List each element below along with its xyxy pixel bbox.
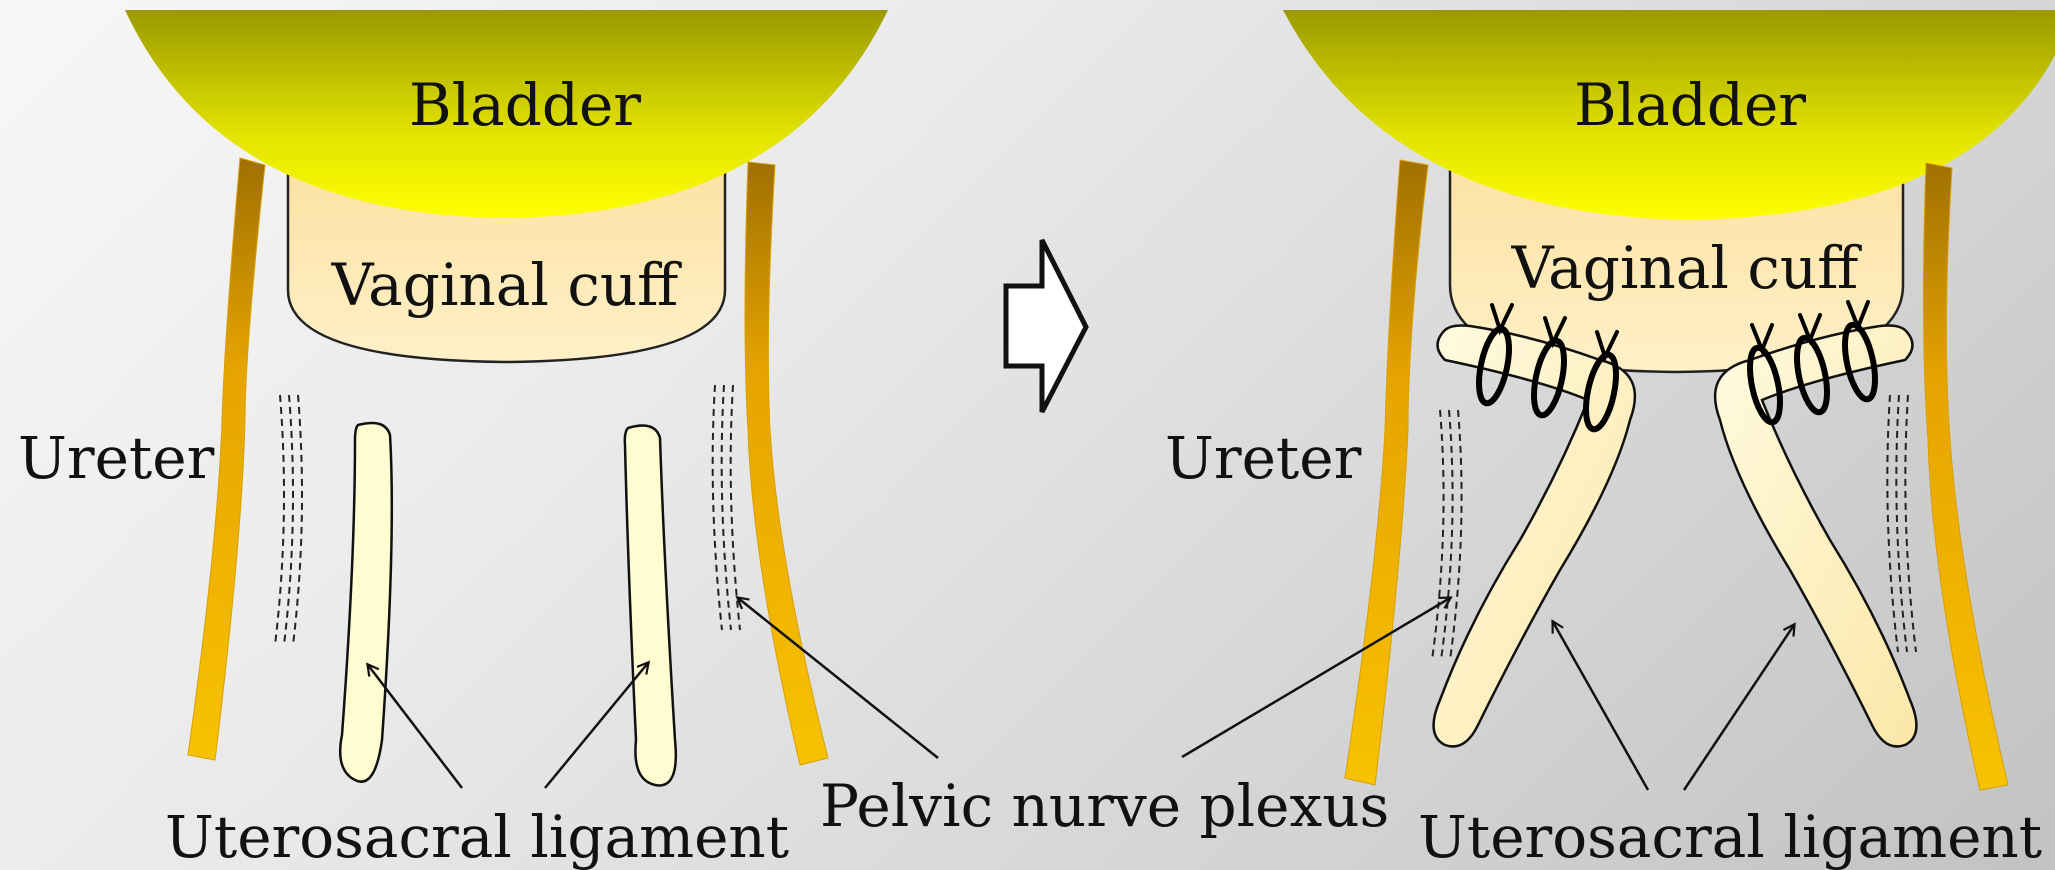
uterosacral-ligament-right-b [1715,326,1916,747]
uterosacral-label-left: Uterosacral ligament [165,803,789,870]
arrow-to-ligament-right-b [1684,625,1794,790]
bladder-label-left: Bladder [409,71,641,139]
arrow-to-plexus-left [738,598,938,758]
nerve-plexus-left-b [713,385,740,630]
right-arrow-icon [1006,240,1086,412]
ureter-right-b [1923,163,2008,790]
arrow-to-ligament-right-a [1553,622,1648,790]
ureter-label-right: Ureter [1165,424,1362,492]
nerve-plexus-left-a [275,395,302,645]
uterosacral-ligament-left-b [625,426,676,786]
arrow-to-plexus-right [1182,598,1450,757]
ureter-label-left: Ureter [18,424,215,492]
nerve-plexus-right-a [1432,410,1462,660]
arrow-to-ligament-left-b [545,663,648,788]
vaginal-cuff-label-right: Vaginal cuff [1511,234,1863,302]
pelvic-plexus-label: Pelvic nurve plexus [820,772,1389,840]
uterosacral-ligament-left-a [340,423,392,782]
ureter-left-b [745,162,828,765]
left-panel: Bladder Vaginal cuff Ureter Uterosacral … [18,10,938,870]
uterosacral-label-right: Uterosacral ligament [1418,803,2042,870]
bladder-label-right: Bladder [1574,71,1806,139]
right-panel: Bladder Vaginal cuff [1165,10,2055,870]
vaginal-cuff-label-left: Vaginal cuff [331,251,683,319]
nerve-plexus-right-b [1887,395,1916,652]
